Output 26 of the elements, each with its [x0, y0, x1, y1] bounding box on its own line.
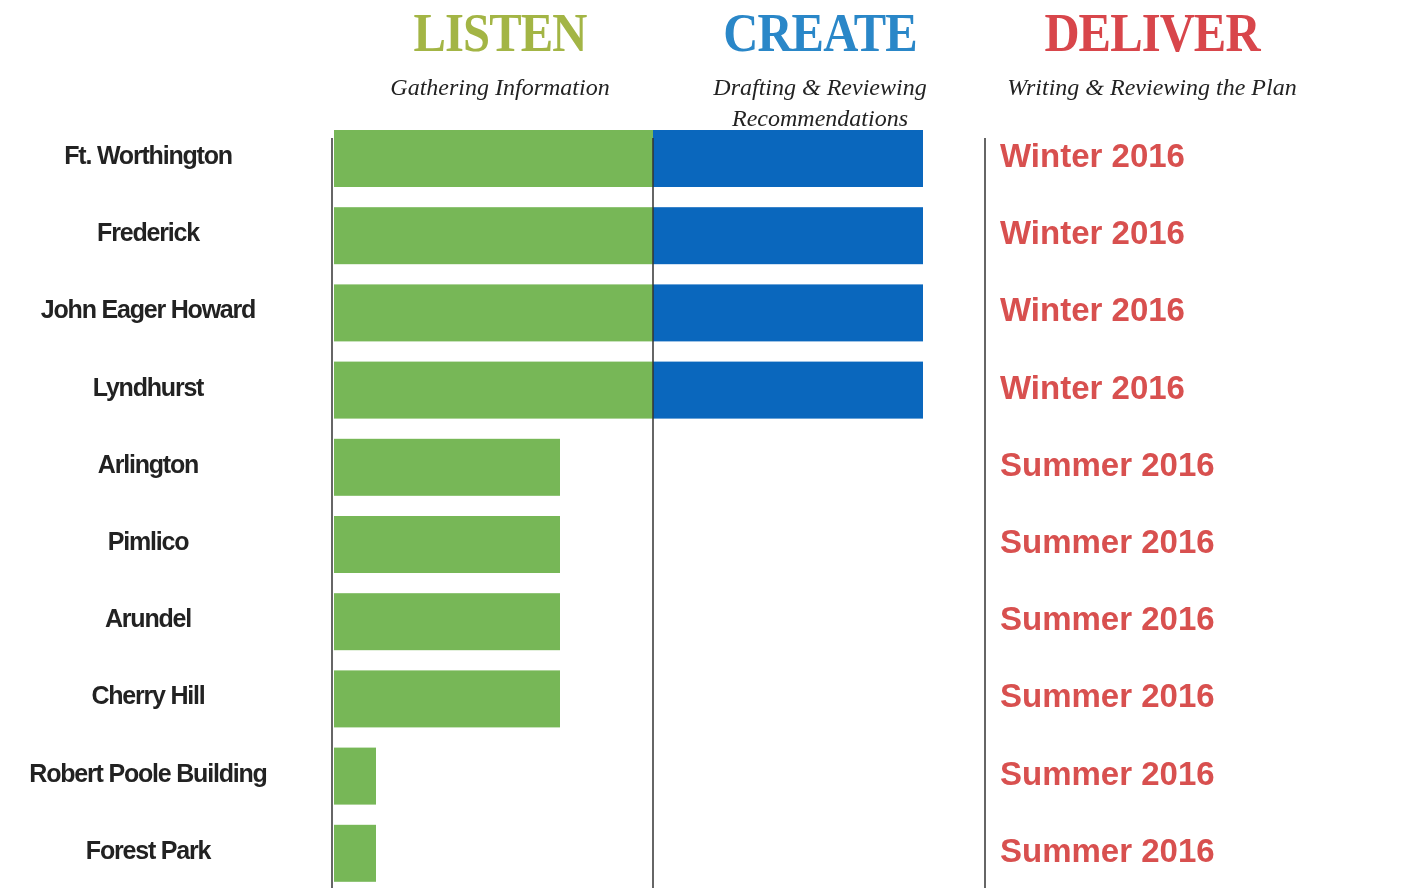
- completion-season: Summer 2016: [1000, 754, 1215, 793]
- completion-season: Winter 2016: [1000, 368, 1185, 407]
- site-name: Forest Park: [84, 835, 212, 865]
- completion-season: Winter 2016: [1000, 137, 1185, 175]
- site-name: Robert Poole Building: [28, 758, 268, 788]
- completion-season: Summer 2016: [1000, 445, 1215, 484]
- phase-heading: LISTEN: [413, 2, 587, 64]
- completion-season: Summer 2016: [1000, 831, 1215, 870]
- site-name: Cherry Hill: [90, 681, 206, 711]
- phase-heading: DELIVER: [1044, 2, 1260, 64]
- completion-season: Winter 2016: [1000, 214, 1185, 253]
- phase-subtitle: Gathering Information: [389, 73, 611, 102]
- completion-season: Summer 2016: [1000, 677, 1215, 716]
- completion-season: Summer 2016: [1000, 600, 1215, 639]
- site-name: Arlington: [96, 449, 200, 479]
- site-name: John Eager Howard: [39, 295, 257, 325]
- completion-season: Summer 2016: [1000, 523, 1215, 561]
- site-name: Frederick: [96, 218, 201, 248]
- site-name: Ft. Worthington: [63, 141, 233, 170]
- phase-heading: CREATE: [723, 2, 917, 64]
- site-name: Arundel: [103, 604, 192, 634]
- completion-season: Winter 2016: [1000, 291, 1185, 330]
- phase-subtitle: Drafting & Reviewing Recommendations: [712, 73, 928, 133]
- site-name: Pimlico: [106, 527, 190, 556]
- phase-subtitle: Writing & Reviewing the Plan: [1006, 73, 1298, 102]
- site-name: Lyndhurst: [91, 372, 205, 402]
